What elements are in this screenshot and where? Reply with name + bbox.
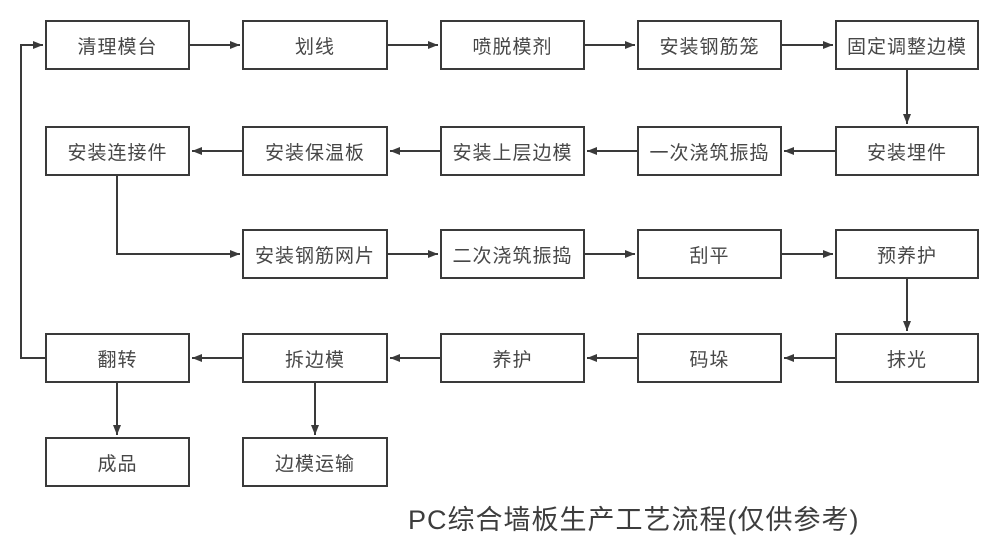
flow-node-chengpin: 成品 [45,437,190,487]
flow-node-moguang: 抹光 [835,333,979,383]
flow-node-ercijiaozhu: 二次浇筑振捣 [440,229,585,279]
flow-node-pentuomoji: 喷脱模剂 [440,20,585,70]
connector-fanzhuan-to-qinglimotai-loop [20,41,45,359]
flow-node-bianmoyunshu: 边模运输 [242,437,388,487]
flow-node-chaibianmu: 拆边模 [242,333,388,383]
diagram-title: PC综合墙板生产工艺流程(仅供参考) [408,505,860,535]
flow-node-gudingbianmu: 固定调整边模 [835,20,979,70]
flow-node-huaxian: 划线 [242,20,388,70]
flow-node-qinglimotai: 清理模台 [45,20,190,70]
flow-node-gangjinwangpian: 安装钢筋网片 [242,229,388,279]
flow-node-lianjiejian: 安装连接件 [45,126,190,176]
flow-node-maduo: 码垛 [637,333,782,383]
flow-node-yanghu: 养护 [440,333,585,383]
flow-node-fanzhuan: 翻转 [45,333,190,383]
flow-node-maijian: 安装埋件 [835,126,979,176]
connector-lianjiejian-to-gangjinwangpian [116,176,240,258]
flow-node-shangcengbianmu: 安装上层边模 [440,126,585,176]
flow-node-yuyanghu: 预养护 [835,229,979,279]
flow-node-gangjinlong: 安装钢筋笼 [637,20,782,70]
flow-node-guaping: 刮平 [637,229,782,279]
flow-node-yicijiaozhu: 一次浇筑振捣 [637,126,782,176]
flow-node-baowenban: 安装保温板 [242,126,388,176]
